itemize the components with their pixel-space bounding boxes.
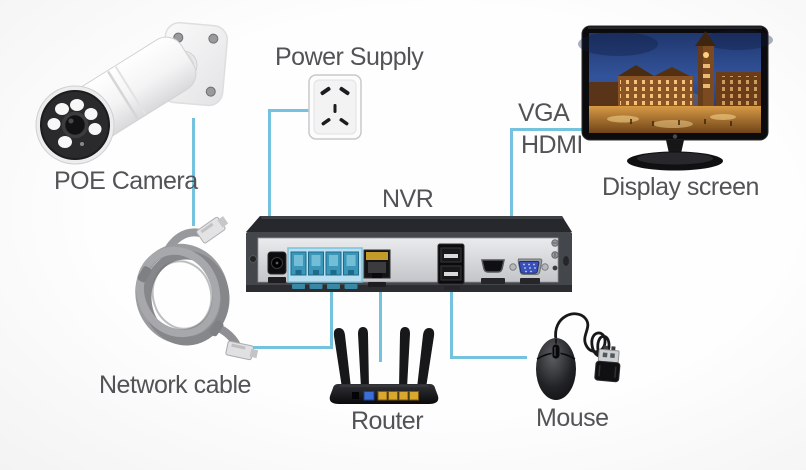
- power-supply-image: [308, 74, 362, 140]
- nvr-poe-ports: [287, 247, 363, 289]
- mouse-usb-connector: [594, 345, 621, 383]
- mouse-image: [536, 312, 621, 400]
- line-powersupply-h: [268, 109, 313, 112]
- line-display-to-nvr-v: [510, 128, 513, 244]
- line-usb-to-mouse-v: [450, 284, 453, 359]
- cable-rj45-top: [196, 216, 229, 244]
- nvr-usb-ports: [437, 243, 465, 290]
- cable-rj45-bottom: [225, 340, 259, 361]
- label-hdmi: HDMI: [521, 131, 583, 159]
- label-power-supply: Power Supply: [275, 43, 424, 71]
- line-cable-to-poe-v: [330, 283, 333, 349]
- cable-tie-2: [209, 320, 224, 337]
- router-image: [329, 327, 439, 404]
- cable-coil: [135, 228, 243, 354]
- label-mouse: Mouse: [536, 404, 609, 432]
- nvr-lan-port: [363, 249, 391, 287]
- cable-tie: [137, 266, 152, 283]
- label-poe-camera: POE Camera: [54, 167, 198, 195]
- label-network-cable: Network cable: [99, 371, 251, 399]
- router-ports: [352, 391, 419, 401]
- nvr-top-face: [246, 216, 572, 232]
- line-camera-to-cable: [192, 118, 195, 226]
- mouse-cable: [554, 312, 611, 379]
- outlet-slots: [320, 86, 350, 126]
- label-display-screen: Display screen: [602, 173, 759, 201]
- line-lan-to-router: [379, 284, 382, 362]
- monitor-logo: [672, 134, 678, 139]
- monitor-tower: [695, 31, 716, 109]
- nvr-hdmi-port: [481, 259, 505, 284]
- label-nvr: NVR: [382, 185, 434, 213]
- camera-ir-leds: [47, 99, 102, 148]
- mouse-scroll-wheel: [551, 343, 561, 360]
- monitor-screen: [578, 30, 773, 133]
- label-router: Router: [351, 407, 424, 435]
- line-powersupply-v: [268, 109, 271, 258]
- line-cable-to-poe-h: [247, 346, 333, 349]
- label-vga: VGA: [518, 99, 570, 127]
- nvr-power-port: [267, 251, 287, 283]
- mouse-body: [536, 338, 576, 400]
- camera-head: [35, 85, 115, 165]
- camera-lens: [61, 111, 89, 139]
- poe-camera-image: [35, 21, 229, 165]
- router-antennas: [333, 327, 435, 388]
- network-cable-image: [135, 216, 259, 361]
- nvr-right-screws: [551, 239, 569, 271]
- display-screen-image: [578, 25, 773, 171]
- nvr-vga-port: [509, 258, 549, 284]
- line-usb-to-mouse-h: [450, 356, 527, 359]
- nvr-image: [246, 216, 572, 292]
- line-vga-label-underline: [510, 128, 586, 131]
